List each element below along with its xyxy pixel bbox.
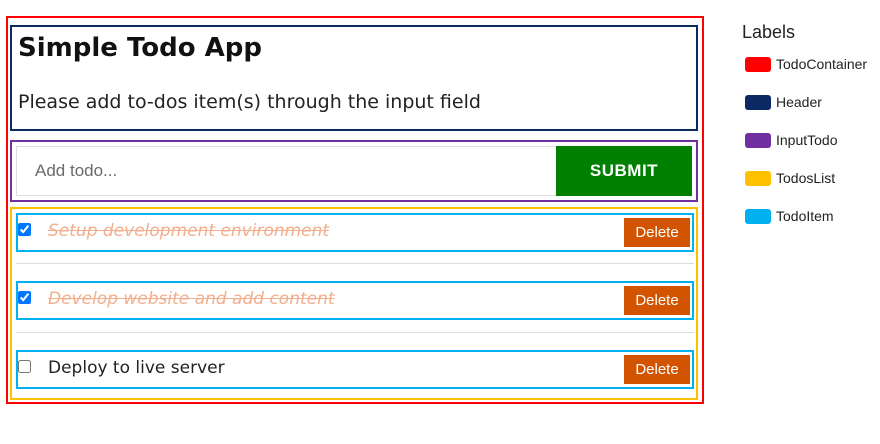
legend-swatch xyxy=(745,209,771,224)
legend-swatch xyxy=(745,95,771,110)
legend-title: Labels xyxy=(742,22,796,42)
legend-swatch xyxy=(745,171,771,186)
todo-title: Setup development environment xyxy=(48,221,330,241)
todo-checkbox[interactable] xyxy=(18,291,31,304)
legend-label: Header xyxy=(776,94,822,110)
todo-item: Develop website and add content Delete xyxy=(16,281,694,320)
delete-button[interactable]: Delete xyxy=(624,286,690,315)
delete-button[interactable]: Delete xyxy=(624,355,690,384)
legend-swatch xyxy=(745,57,771,72)
todo-container xyxy=(6,16,704,404)
page-title: Simple Todo App xyxy=(18,33,262,63)
todo-divider xyxy=(16,263,694,264)
legend-item: TodoItem xyxy=(742,208,878,247)
todo-checkbox[interactable] xyxy=(18,360,31,373)
todo-title: Deploy to live server xyxy=(48,358,225,378)
legend-swatch xyxy=(745,133,771,148)
legend-label: TodoItem xyxy=(776,208,834,224)
legend-item: Header xyxy=(742,94,878,133)
legend-label: TodosList xyxy=(776,170,836,186)
submit-button[interactable]: SUBMIT xyxy=(556,146,692,196)
legend-item: InputTodo xyxy=(742,132,878,171)
todo-item: Deploy to live server Delete xyxy=(16,350,694,389)
todo-title: Develop website and add content xyxy=(48,289,335,309)
delete-button[interactable]: Delete xyxy=(624,218,690,247)
legend-item: TodoContainer xyxy=(742,56,878,95)
todo-checkbox[interactable] xyxy=(18,223,31,236)
legend-label: TodoContainer xyxy=(776,56,868,72)
todo-divider xyxy=(16,332,694,333)
page-subtitle: Please add to-dos item(s) through the in… xyxy=(18,91,481,113)
add-todo-input[interactable] xyxy=(16,146,558,196)
todo-item: Setup development environment Delete xyxy=(16,213,694,252)
labels-legend: Labels TodoContainer Header InputTodo To… xyxy=(742,22,878,247)
todos-list xyxy=(10,207,698,400)
input-todo: SUBMIT xyxy=(10,140,698,202)
legend-item: TodosList xyxy=(742,170,878,209)
legend-label: InputTodo xyxy=(776,132,838,148)
header: Simple Todo App Please add to-dos item(s… xyxy=(10,25,698,131)
